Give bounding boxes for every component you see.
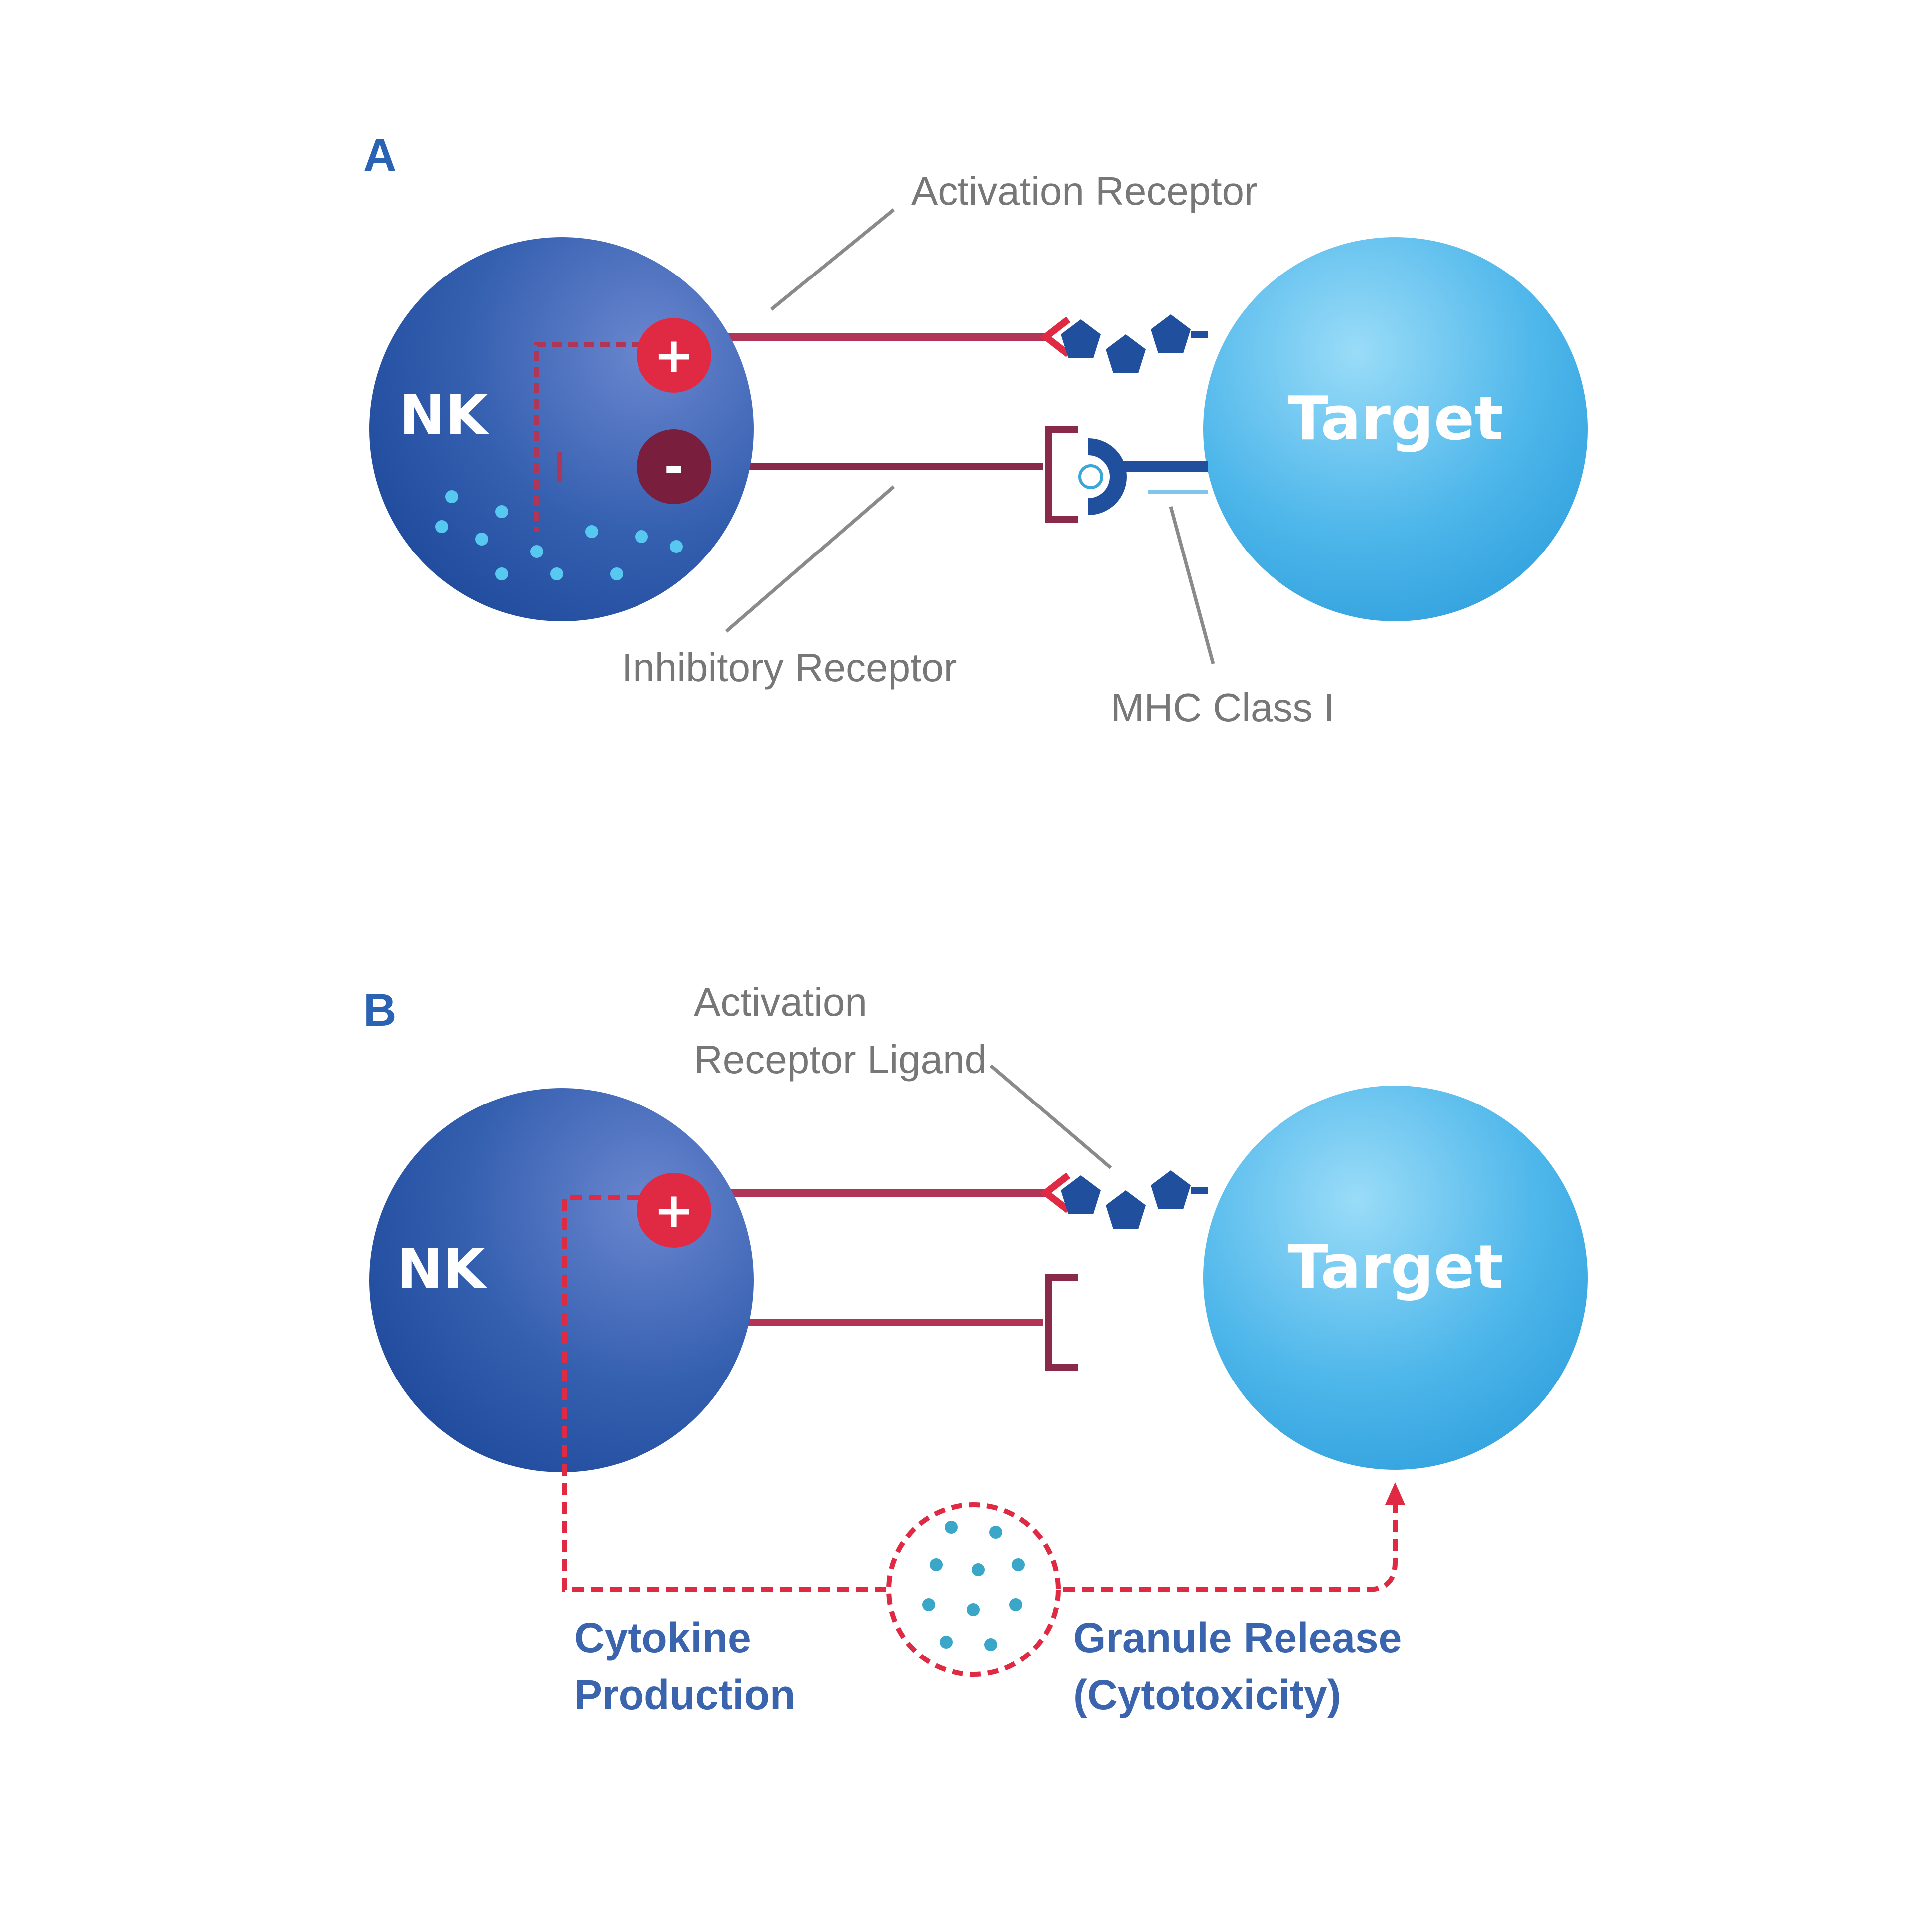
granule-label-line2: (Cytotoxicity) — [1073, 1671, 1341, 1718]
ligand-callout-line — [991, 1066, 1111, 1168]
cytokine-label-line1: Cytokine — [574, 1614, 751, 1661]
activation-plus-sign: + — [654, 327, 694, 383]
inhibitory-receptor-callout-line — [726, 487, 894, 631]
granule-release-arrowhead — [1385, 1482, 1405, 1505]
target-cell-label-b: Target — [1287, 1233, 1503, 1302]
inhibitory-receptor-label: Inhibitory Receptor — [622, 645, 957, 690]
target-cell-label: Target — [1287, 384, 1503, 454]
mhc-class-i — [1080, 447, 1208, 507]
nk-cell-label: NK — [399, 383, 490, 447]
activation-ligand-b — [1061, 1170, 1208, 1229]
panel-a: A NK + - Target — [363, 130, 1588, 730]
ligand-label-line2: Receptor Ligand — [694, 1037, 987, 1082]
granule-release-path — [1063, 1497, 1395, 1590]
inhibitory-receptor-bracket-b — [1048, 1278, 1078, 1368]
panel-b-letter: B — [363, 985, 396, 1036]
nk-cell-label-b: NK — [397, 1237, 487, 1301]
activation-receptor-callout-line — [771, 210, 894, 309]
mhc-class-i-label: MHC Class I — [1111, 685, 1335, 730]
panel-b: B NK + Target — [363, 980, 1588, 1718]
inhibitory-minus-sign: - — [664, 439, 684, 495]
mhc-callout-line — [1171, 507, 1213, 664]
activation-plus-sign-b: + — [654, 1182, 694, 1238]
panel-a-letter: A — [363, 130, 396, 181]
activation-receptor-label: Activation Receptor — [911, 169, 1258, 213]
ligand-label-line1: Activation — [694, 980, 867, 1024]
activation-ligand — [1061, 314, 1208, 373]
granule-label-line1: Granule Release — [1073, 1614, 1402, 1661]
cytokine-label-line2: Production — [574, 1671, 795, 1718]
granule-vesicle — [889, 1505, 1058, 1674]
inhibitory-receptor-bracket — [1048, 429, 1078, 519]
